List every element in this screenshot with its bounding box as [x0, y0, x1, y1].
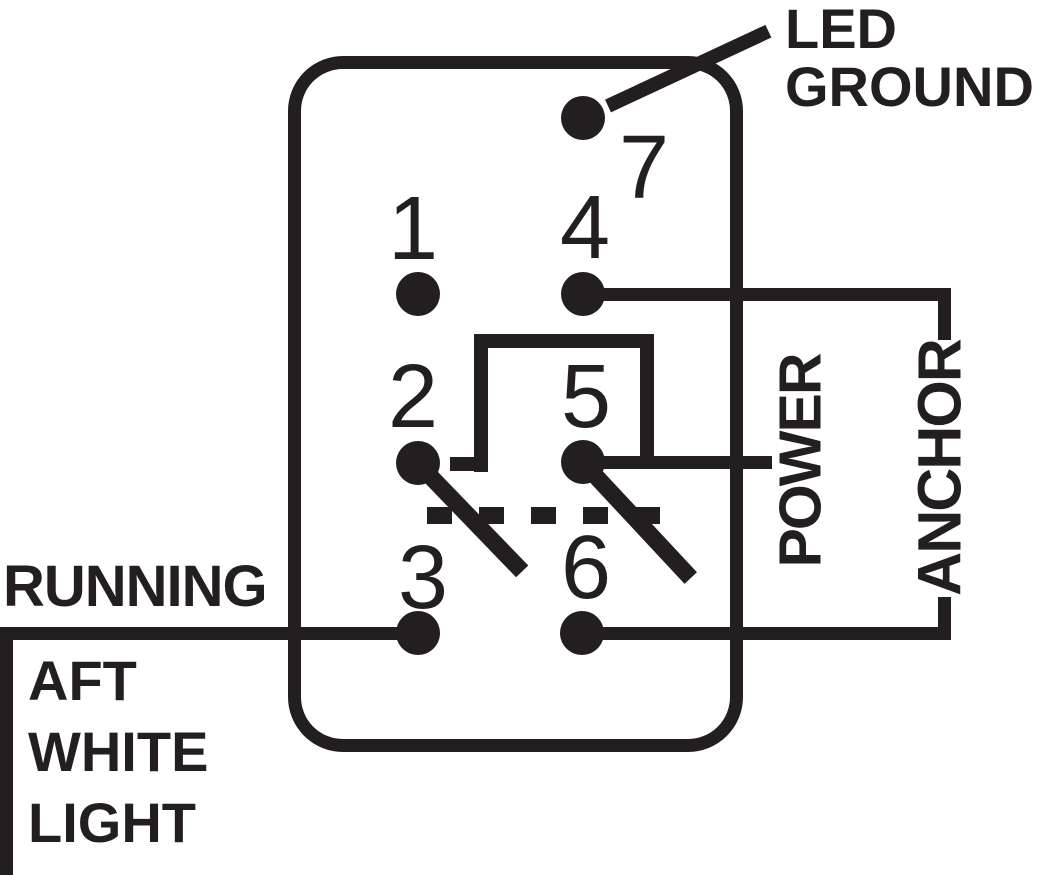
terminal-7-dot: [561, 96, 605, 140]
wire-anchor-vertical-upper: [938, 288, 951, 340]
terminal-1-dot: [396, 272, 440, 316]
terminal-6-label: 6: [560, 518, 612, 618]
jumper-bracket-right-vertical: [640, 334, 654, 463]
aft-white-light-label-line3: LIGHT: [28, 791, 196, 854]
led-ground-label-line2: GROUND: [785, 55, 1034, 118]
switch-body-outline: [288, 56, 743, 752]
led-ground-label: LED GROUND: [785, 0, 1034, 116]
terminal-3-dot: [396, 611, 440, 655]
jumper-bracket-left-vertical: [474, 334, 488, 472]
power-label: POWER: [767, 354, 834, 568]
led-ground-label-line1: LED: [785, 0, 897, 60]
terminal-1-label: 1: [387, 179, 439, 279]
mechanical-link-dashed-line: [427, 507, 663, 524]
terminal-5-label: 5: [560, 347, 612, 447]
terminal-6-dot: [560, 611, 604, 655]
terminal-4-label: 4: [559, 178, 611, 278]
terminal-3-label: 3: [397, 528, 449, 628]
terminal-7-label: 7: [618, 118, 670, 218]
jumper-bracket-top: [474, 334, 654, 348]
aft-white-light-label: AFT WHITE LIGHT: [28, 645, 208, 858]
wire-terminal3-running-horizontal: [5, 627, 418, 640]
terminal-2-label: 2: [387, 347, 439, 447]
terminal-4-dot: [561, 272, 605, 316]
wire-terminal6-anchor-bottom: [582, 627, 951, 640]
wire-terminal5-power: [583, 456, 772, 469]
terminal-2-dot: [396, 441, 440, 485]
running-label: RUNNING: [3, 554, 268, 619]
aft-white-light-label-line1: AFT: [28, 649, 137, 712]
aft-white-light-label-line2: WHITE: [28, 720, 209, 783]
terminal-5-dot: [561, 440, 605, 484]
wire-terminal4-anchor-top: [583, 288, 951, 301]
jumper-bracket-left-stub: [450, 457, 488, 471]
wire-running-vertical: [0, 627, 13, 875]
anchor-label: ANCHOR: [905, 340, 974, 596]
